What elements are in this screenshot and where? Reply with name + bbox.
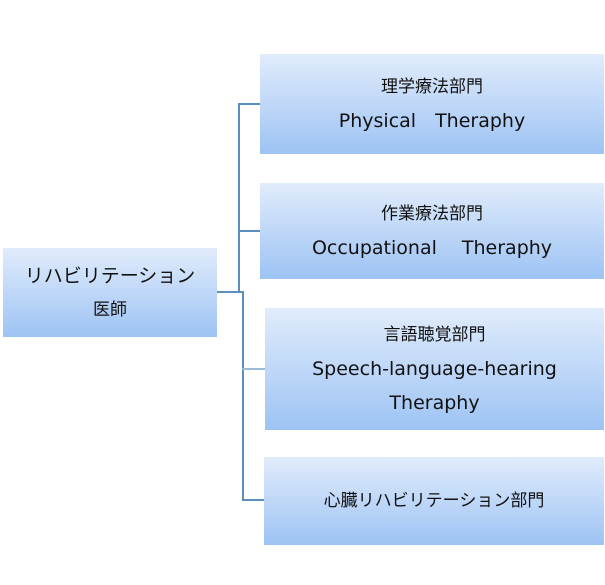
dept-subtitle: Physical Theraphy bbox=[338, 110, 526, 132]
dept-title: 心臓リハビリテーション部門 bbox=[323, 491, 545, 511]
dept-subtitle: Occupational Theraphy bbox=[311, 237, 553, 259]
dept-cardiac-rehab: 心臓リハビリテーション部門 bbox=[264, 457, 604, 545]
dept-speech-therapy: 言語聴覚部門 Speech-language-hearing Theraphy bbox=[265, 308, 604, 430]
dept-title: 作業療法部門 bbox=[381, 204, 483, 224]
root-title: リハビリテーション bbox=[24, 264, 196, 287]
connector-root bbox=[217, 291, 243, 293]
root-subtitle: 医師 bbox=[93, 299, 127, 320]
dept-physical-therapy: 理学療法部門 Physical Theraphy bbox=[260, 54, 604, 154]
dept-title: 理学療法部門 bbox=[381, 77, 483, 97]
dept-subtitle-2: Theraphy bbox=[389, 392, 480, 414]
connector-trunk-lower bbox=[242, 291, 244, 501]
connector-branch-3 bbox=[242, 368, 265, 370]
connector-branch-2 bbox=[238, 230, 260, 232]
dept-subtitle: Speech-language-hearing bbox=[312, 358, 557, 380]
connector-branch-4 bbox=[242, 499, 264, 501]
connector-trunk-upper bbox=[238, 103, 240, 293]
connector-branch-1 bbox=[238, 103, 260, 105]
dept-occupational-therapy: 作業療法部門 Occupational Theraphy bbox=[260, 183, 604, 279]
root-node-rehab-physician: リハビリテーション 医師 bbox=[3, 248, 217, 337]
dept-title: 言語聴覚部門 bbox=[383, 325, 486, 345]
